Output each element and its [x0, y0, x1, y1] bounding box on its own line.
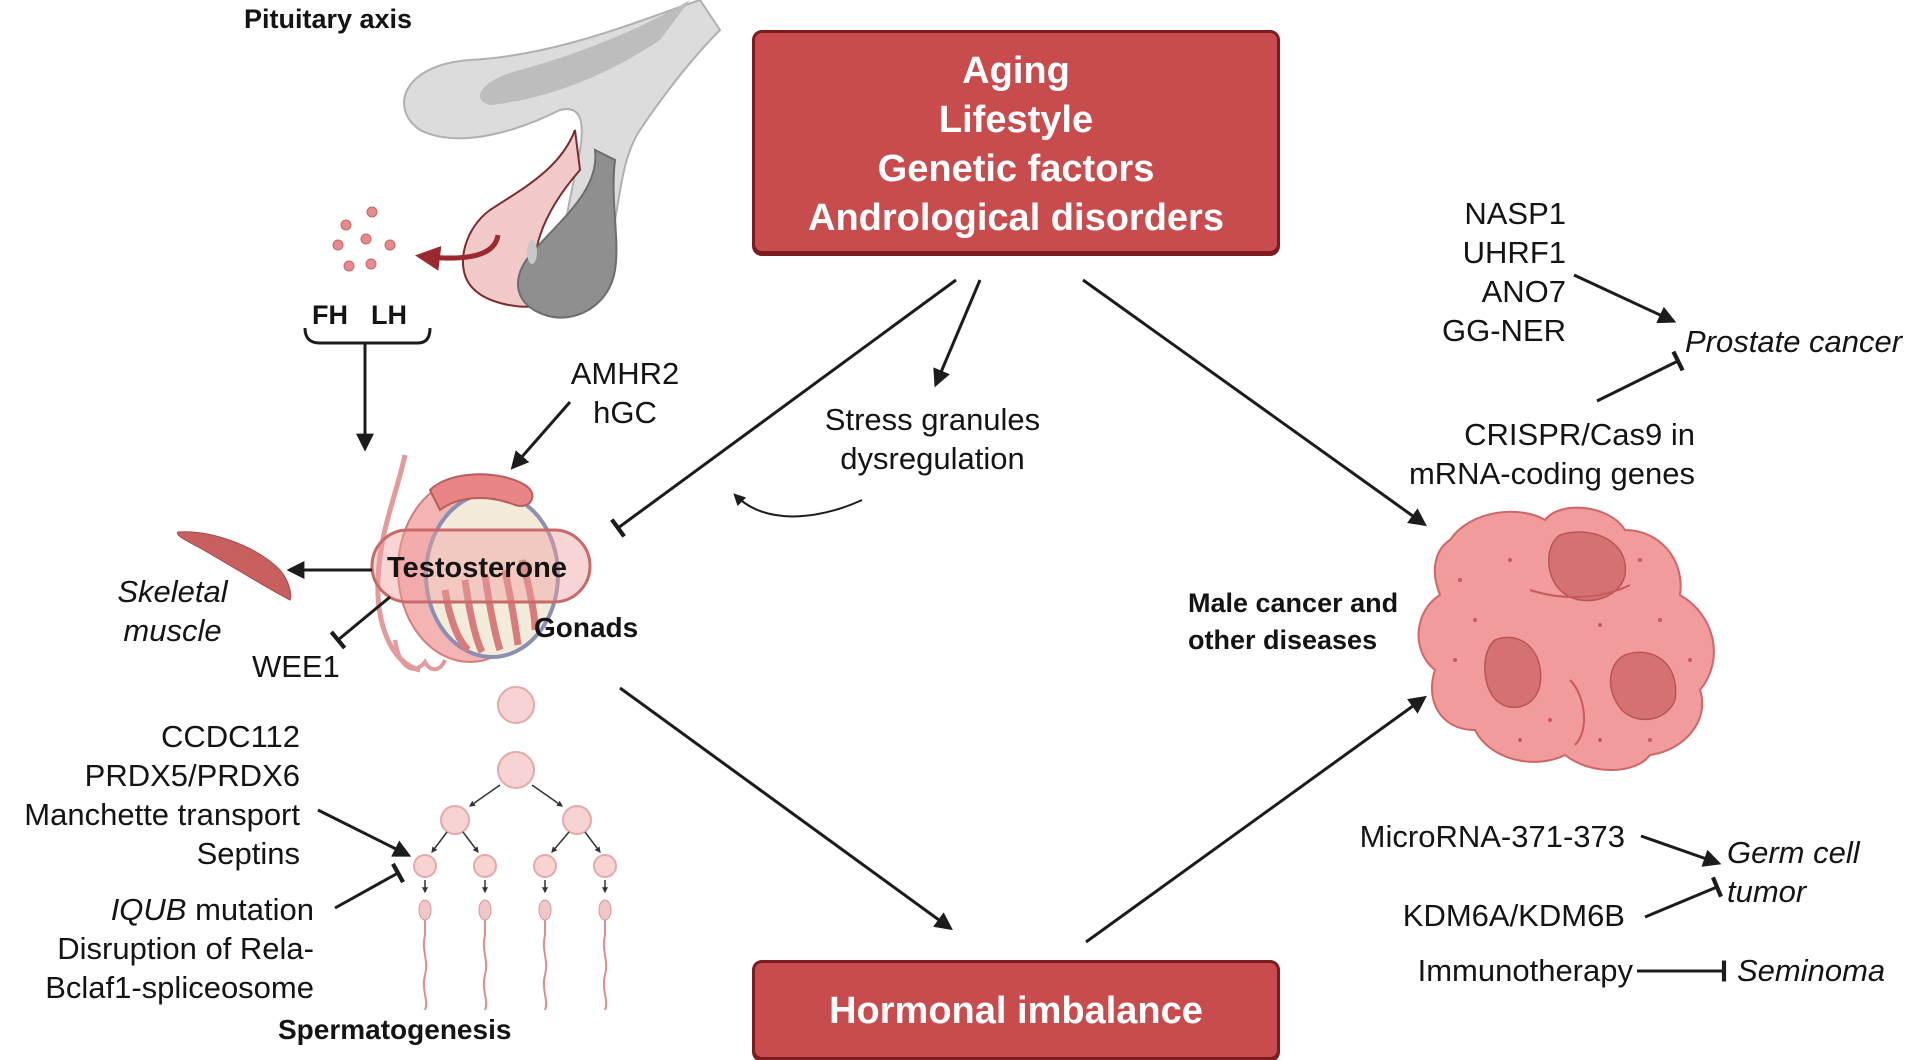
arrow-microrna-to-germ-cell [1640, 834, 1722, 867]
anterior-pituitary [461, 129, 582, 308]
arrow-factors-to-stress-granules [933, 279, 982, 388]
nasp1-label: NASP1 [1464, 196, 1566, 231]
sperm-cells [418, 899, 612, 1011]
vessels [393, 639, 447, 672]
pituitary-highlight [527, 240, 537, 264]
secondary-spermatocyte [562, 805, 592, 835]
skeletal-muscle-label-2: muscle [123, 613, 222, 648]
ano7-label: ANO7 [1481, 274, 1566, 309]
risk-factor-aging: Aging [962, 50, 1070, 92]
hgc-label: hGC [593, 395, 657, 430]
gg-ner-label: GG-NER [1442, 313, 1566, 348]
risk-factors-box: Aging Lifestyle Genetic factors Androlog… [752, 30, 1280, 254]
skeletal-muscle-illustration [176, 531, 292, 601]
gonads-label: Gonads [534, 612, 639, 643]
cancer-cells-illustration [1417, 506, 1715, 771]
pituitary-illustration [332, 0, 722, 319]
prostate-cancer-label: Prostate cancer [1685, 324, 1903, 359]
amhr2-label: AMHR2 [570, 356, 680, 391]
testosterone-pill [370, 528, 592, 604]
inhibit-crispr-to-prostate [1596, 350, 1685, 403]
risk-factor-genetic: Genetic factors [877, 148, 1155, 190]
kdm6-label: KDM6A/KDM6B [1402, 898, 1625, 933]
arrow-factors-to-cancer [1082, 278, 1427, 527]
immunotherapy-label: Immunotherapy [1417, 953, 1633, 988]
ccdc112-label: CCDC112 [161, 719, 300, 754]
hormone-particles [332, 206, 396, 272]
diagram-graphics [176, 0, 1727, 1011]
arrow-factors-to-spermatogenesis [317, 808, 412, 857]
testis-illustration [375, 454, 560, 673]
rela-label: Disruption of Rela- [57, 931, 314, 966]
microrna-label: MicroRNA-371-373 [1359, 819, 1625, 854]
inhibit-iqub-to-spermatogenesis [334, 862, 405, 910]
uhrf1-label: UHRF1 [1462, 235, 1566, 270]
hypothalamus-shape [403, 0, 722, 273]
germ-cell-label: Germ cell [1727, 835, 1860, 870]
wee1-label: WEE1 [252, 649, 340, 684]
iqub-suffix: mutation [186, 892, 314, 927]
prdx-label: PRDX5/PRDX6 [84, 758, 300, 793]
arrow-imbalance-to-cancer [1085, 695, 1427, 944]
primary-spermatocyte [497, 751, 535, 789]
iqub-label: IQUB mutation [0, 890, 314, 929]
risk-factor-lifestyle: Lifestyle [938, 99, 1094, 141]
hypothalamus-shade [480, 0, 690, 105]
hormonal-imbalance-box: Hormonal imbalance [752, 960, 1280, 1060]
hormone-release-arrow [415, 234, 501, 271]
secondary-spermatocyte [440, 805, 470, 835]
inhibit-testosterone-weE1 [329, 595, 391, 650]
seminiferous-tubules [441, 559, 539, 654]
manchette-label: Manchette transport [24, 797, 300, 832]
arrow-gonads-to-imbalance [619, 686, 953, 931]
epididymis-head [428, 473, 534, 512]
fh-label: FH [312, 300, 348, 330]
inhibit-kdm6-to-germ-cell [1644, 876, 1723, 919]
crispr-label-2: mRNA-coding genes [1408, 456, 1695, 491]
seminoma-label: Seminoma [1737, 953, 1886, 988]
spermatogenesis-illustration [413, 686, 617, 1011]
arrow-stress-granules-feedback [733, 493, 863, 518]
male-cancer-label-2: other diseases [1188, 625, 1378, 655]
posterior-pituitary [517, 148, 618, 319]
stress-granules-label-2: dysregulation [840, 441, 1025, 476]
testosterone-label: Testosterone [387, 552, 567, 584]
septins-label: Septins [196, 836, 300, 871]
arrow-amhr2-to-gonads [510, 401, 572, 470]
stress-granules-label: Stress granules [824, 402, 1041, 437]
bclaf1-label: Bclaf1-spliceosome [45, 970, 314, 1005]
hormonal-imbalance-label: Hormonal imbalance [829, 990, 1203, 1032]
germ-cell-label-2: tumor [1727, 874, 1807, 909]
male-cancer-label: Male cancer and [1188, 588, 1399, 618]
iqub-gene: IQUB [110, 892, 187, 927]
pituitary-axis-label: Pituitary axis [244, 4, 413, 34]
lh-label: LH [371, 300, 407, 330]
inhibit-factors-to-gonads [610, 278, 957, 538]
arrow-genes-to-prostate [1573, 273, 1677, 324]
spermatogonium [497, 686, 535, 724]
spermatogenesis-label: Spermatogenesis [278, 1014, 512, 1045]
crispr-label: CRISPR/Cas9 in [1464, 417, 1695, 452]
hormone-brace [303, 327, 432, 345]
skeletal-muscle-label: Skeletal [117, 574, 228, 609]
risk-factor-andrological: Andrological disorders [808, 197, 1224, 239]
